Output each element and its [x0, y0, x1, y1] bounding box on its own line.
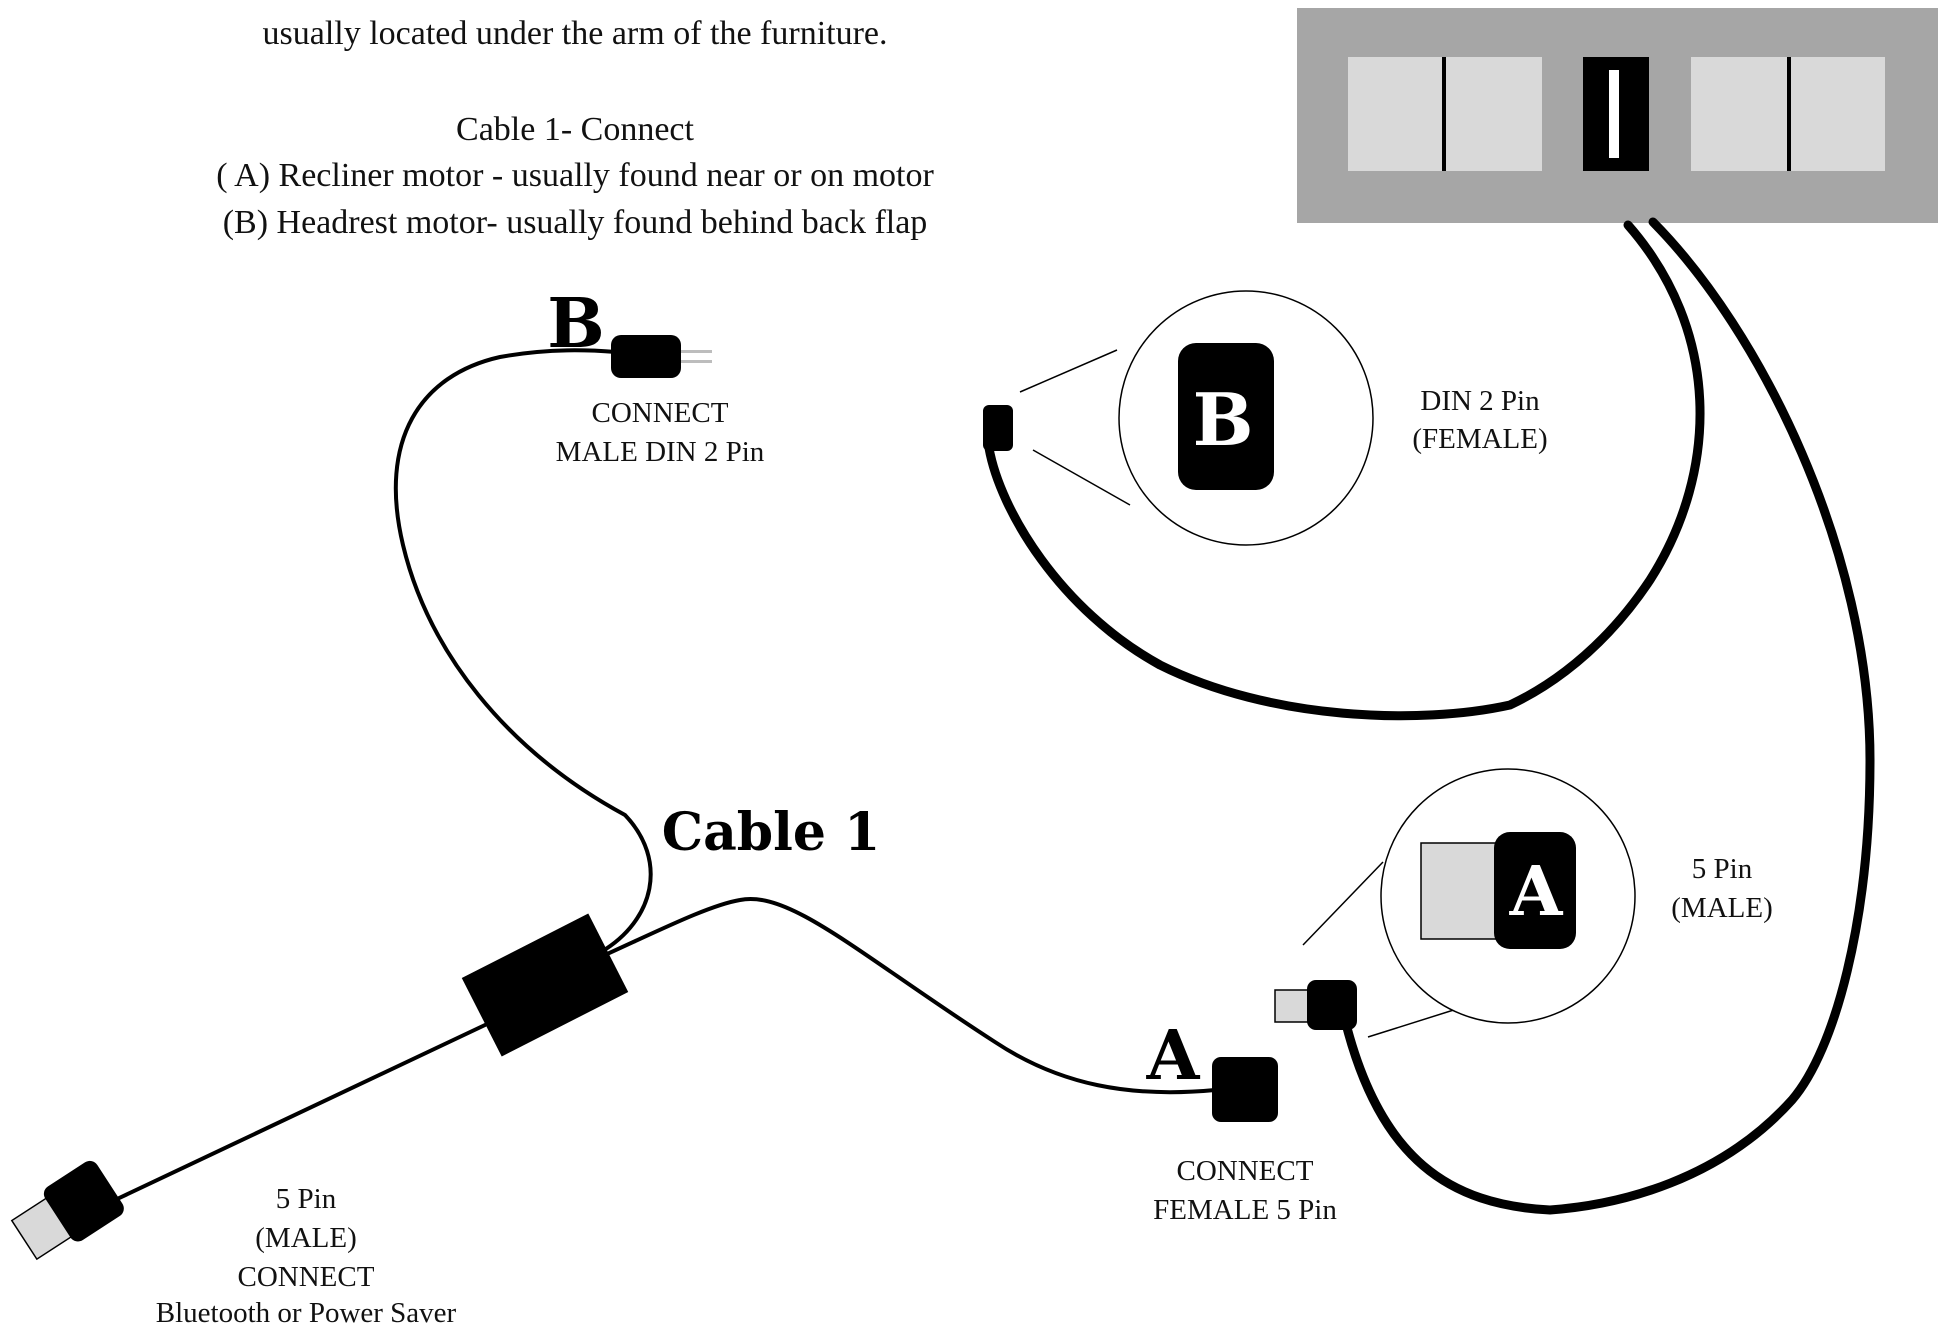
connector-b-plug — [611, 335, 681, 378]
instruction-item-a: ( A) Recliner motor - usually found near… — [216, 157, 934, 194]
zoom-a-leader-top — [1302, 861, 1384, 946]
cable1-junction-box — [461, 913, 629, 1057]
port-divider-1 — [1442, 57, 1446, 171]
zoom-circle-b: B — [1118, 290, 1374, 546]
zoom-b-leader-bottom — [1032, 449, 1131, 506]
connector-a-label-line2: FEMALE 5 Pin — [1153, 1194, 1337, 1226]
cable1-to-a — [603, 897, 1217, 1095]
male-5pin-tip — [1274, 989, 1314, 1023]
connector-b-pin-2 — [678, 360, 712, 363]
control-box — [1297, 8, 1938, 223]
plug-end-connector — [10, 1160, 124, 1261]
zoom-a-connector-tip — [1420, 842, 1500, 940]
cable-title: Cable 1 — [662, 802, 881, 863]
cable1-to-plug — [113, 1023, 487, 1202]
zoom-b-connector-face — [1178, 343, 1274, 490]
zoom-a-label-line2: (MALE) — [1671, 892, 1772, 924]
zoom-b-label-line2: (FEMALE) — [1412, 423, 1547, 455]
connector-a-letter: A — [1146, 1016, 1201, 1096]
connector-a-socket — [1212, 1057, 1278, 1122]
plug-end-label-line1: 5 Pin — [276, 1183, 337, 1215]
connector-b-label-line1: CONNECT — [592, 397, 729, 429]
zoom-a-label-line1: 5 Pin — [1692, 853, 1753, 885]
zoom-b-letter: B — [1193, 377, 1254, 462]
instruction-heading: Cable 1- Connect — [456, 111, 694, 148]
connector-b-pin-1 — [678, 350, 712, 353]
zoom-circle-a: A — [1380, 768, 1636, 1024]
connector-b-label-line2: MALE DIN 2 Pin — [556, 436, 765, 468]
cable-din-from-box — [984, 220, 1705, 721]
plug-end-body — [43, 1160, 124, 1242]
zoom-b-leader-top — [1019, 349, 1118, 393]
port-din-pin — [1609, 70, 1619, 158]
instruction-line-partial: usually located under the arm of the fur… — [263, 15, 888, 52]
cable1-to-b — [393, 348, 653, 954]
cable-5pin-from-box — [1340, 217, 1875, 1215]
instruction-item-b: (B) Headrest motor- usually found behind… — [223, 204, 928, 241]
zoom-a-leader-bottom — [1367, 1007, 1461, 1038]
zoom-a-letter: A — [1509, 852, 1564, 932]
plug-end-label-line2: (MALE) — [255, 1222, 356, 1254]
connector-a-label-line1: CONNECT — [1177, 1155, 1314, 1187]
zoom-a-connector-body — [1494, 832, 1576, 949]
plug-end-label-line3: CONNECT — [238, 1261, 375, 1293]
port-divider-2 — [1787, 57, 1791, 171]
male-5pin-connector — [1307, 980, 1357, 1030]
plug-end-label-line4: Bluetooth or Power Saver — [156, 1297, 457, 1326]
connector-b-letter: B — [547, 284, 604, 364]
zoom-b-label-line1: DIN 2 Pin — [1420, 385, 1540, 417]
din-female-connector — [983, 405, 1013, 451]
